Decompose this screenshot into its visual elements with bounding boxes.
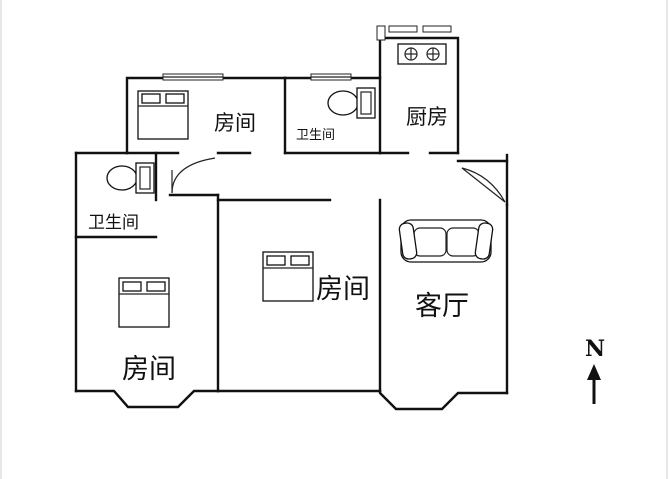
room-label-bathroom-left: 卫生间 (88, 213, 139, 233)
toilet-icon (327, 87, 376, 119)
door-swing-icon (171, 157, 506, 203)
room-label-bedroom-left: 房间 (122, 354, 176, 385)
room-label-living-room: 客厅 (415, 291, 469, 322)
room-label-bedroom-top: 房间 (214, 111, 256, 135)
toilet-icon (106, 162, 155, 194)
sofa-icon (398, 219, 494, 263)
north-compass: N (585, 336, 605, 404)
window-icon (162, 25, 452, 81)
bed-icon (262, 251, 314, 302)
stove-icon (397, 43, 447, 65)
room-label-bedroom-center: 房间 (316, 274, 370, 305)
compass-label: N (585, 336, 605, 362)
bed-icon (137, 90, 189, 140)
room-label-kitchen: 厨房 (406, 105, 448, 129)
north-arrow-icon (587, 364, 601, 404)
room-label-bathroom-top: 卫生间 (296, 128, 335, 143)
bed-icon (118, 277, 170, 328)
